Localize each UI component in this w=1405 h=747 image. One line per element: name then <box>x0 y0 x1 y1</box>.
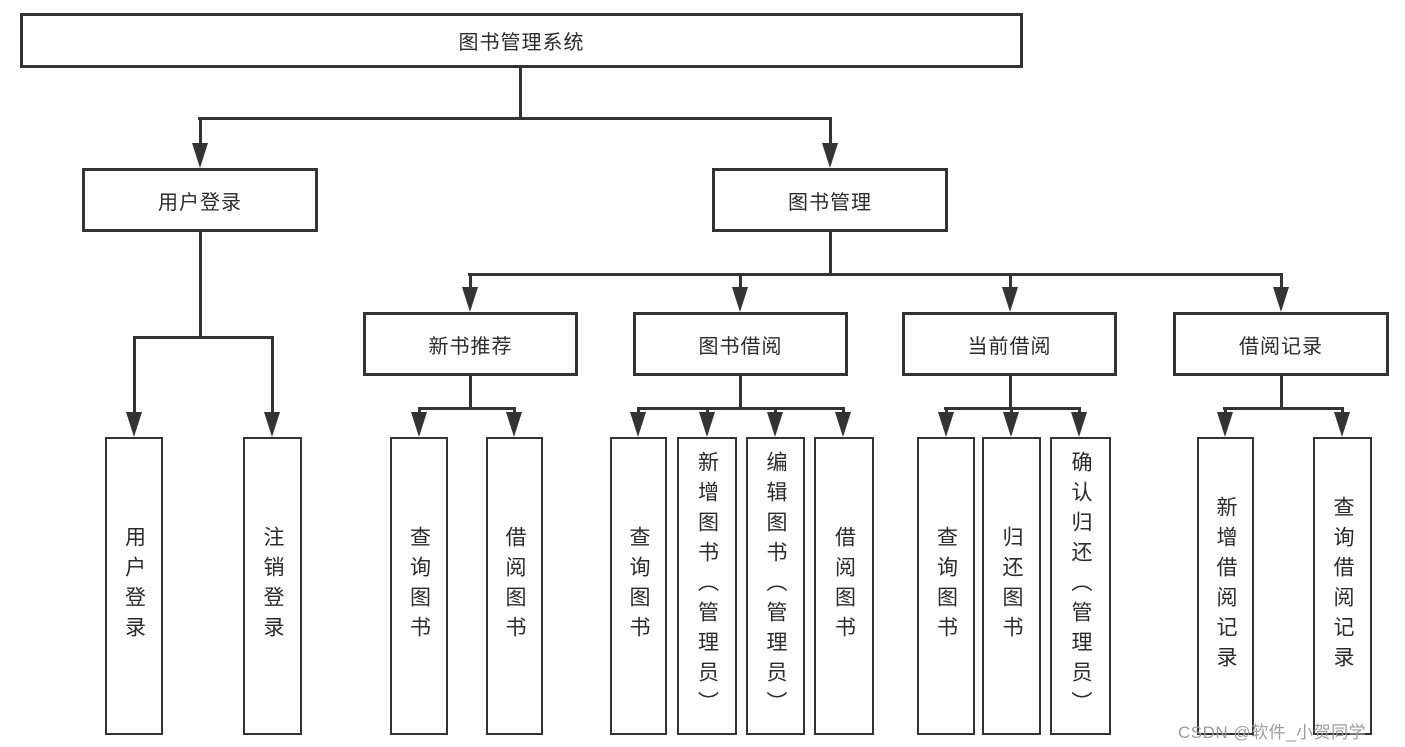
arrowhead-down-icon <box>1334 412 1350 437</box>
leaf-query-books-borrowing: 查询图书 <box>610 437 667 735</box>
connector-leaf <box>706 407 709 415</box>
connector-book-borrowing-bus <box>637 407 844 410</box>
leaf-query-books-current: 查询图书 <box>917 437 975 735</box>
connector-to-current-borrowing <box>1009 273 1012 289</box>
connector-leaf <box>418 407 421 415</box>
connector-leaf <box>513 407 516 415</box>
arrowhead-down-icon <box>1273 287 1289 312</box>
connector-leaf <box>1010 407 1013 415</box>
arrowhead-down-icon <box>462 287 478 312</box>
arrowhead-down-icon <box>1003 412 1019 437</box>
node-book-borrowing: 图书借阅 <box>633 312 848 376</box>
connector-leaf <box>1078 407 1081 415</box>
connector-book-borrowing-stem <box>739 376 742 410</box>
connector-to-book-borrowing <box>739 273 742 289</box>
connector-leaf <box>842 407 845 415</box>
arrowhead-down-icon <box>835 412 851 437</box>
leaf-add-book-admin: 新增图书（管理员） <box>677 437 737 735</box>
connector-to-borrowing-records <box>1280 273 1283 289</box>
arrowhead-down-icon <box>630 412 646 437</box>
connector-book-management-stem <box>829 232 832 276</box>
connector-new-book-bus <box>418 407 516 410</box>
arrowhead-down-icon <box>1002 287 1018 312</box>
arrowhead-down-icon <box>767 412 783 437</box>
leaf-query-books-recommend: 查询图书 <box>390 437 448 735</box>
leaf-confirm-return-admin: 确认归还（管理员） <box>1050 437 1111 735</box>
arrowhead-down-icon <box>1071 412 1087 437</box>
leaf-logout: 注销登录 <box>243 437 302 735</box>
connector-book-management-bus <box>468 273 1282 276</box>
node-book-management: 图书管理 <box>712 168 948 232</box>
connector-to-user-login <box>199 117 202 145</box>
connector-current-borrowing-stem <box>1009 376 1012 410</box>
connector-leaf <box>637 407 640 415</box>
connector-root-stem <box>519 68 522 120</box>
arrowhead-down-icon <box>1217 412 1233 437</box>
connector-new-book-stem <box>469 376 472 410</box>
node-new-book-recommendation: 新书推荐 <box>363 312 578 376</box>
connector-root-bus <box>198 117 832 120</box>
connector-leaf <box>945 407 948 415</box>
connector-to-book-management <box>829 117 832 145</box>
node-user-login: 用户登录 <box>82 168 318 232</box>
connector-leaf <box>774 407 777 415</box>
leaf-borrow-books-borrowing: 借阅图书 <box>814 437 874 735</box>
arrowhead-down-icon <box>264 412 280 437</box>
leaf-return-books: 归还图书 <box>982 437 1041 735</box>
arrowhead-down-icon <box>506 412 522 437</box>
connector-leaf <box>1341 407 1344 415</box>
leaf-add-borrow-record: 新增借阅记录 <box>1197 437 1254 735</box>
connector-borrowing-records-stem <box>1280 376 1283 410</box>
arrowhead-down-icon <box>732 287 748 312</box>
node-root-system: 图书管理系统 <box>20 13 1023 68</box>
arrowhead-down-icon <box>822 143 838 168</box>
arrowhead-down-icon <box>126 412 142 437</box>
leaf-query-borrow-record: 查询借阅记录 <box>1313 437 1372 735</box>
connector-user-login-stem <box>199 232 202 339</box>
watermark: CSDN @软件_小贺同学 <box>1178 723 1367 742</box>
connector-borrowing-records-bus <box>1223 407 1343 410</box>
leaf-user-login: 用户登录 <box>105 437 163 735</box>
connector-to-leaf-user-login <box>133 336 136 415</box>
arrowhead-down-icon <box>411 412 427 437</box>
leaf-edit-book-admin: 编辑图书（管理员） <box>746 437 805 735</box>
connector-to-leaf-logout <box>271 336 274 415</box>
node-current-borrowing: 当前借阅 <box>902 312 1117 376</box>
node-borrowing-records: 借阅记录 <box>1173 312 1389 376</box>
arrowhead-down-icon <box>699 412 715 437</box>
connector-to-new-book-recommendation <box>469 273 472 289</box>
connector-user-login-bus <box>133 336 274 339</box>
connector-leaf <box>1224 407 1227 415</box>
leaf-borrow-books-recommend: 借阅图书 <box>486 437 543 735</box>
arrowhead-down-icon <box>938 412 954 437</box>
arrowhead-down-icon <box>192 143 208 168</box>
